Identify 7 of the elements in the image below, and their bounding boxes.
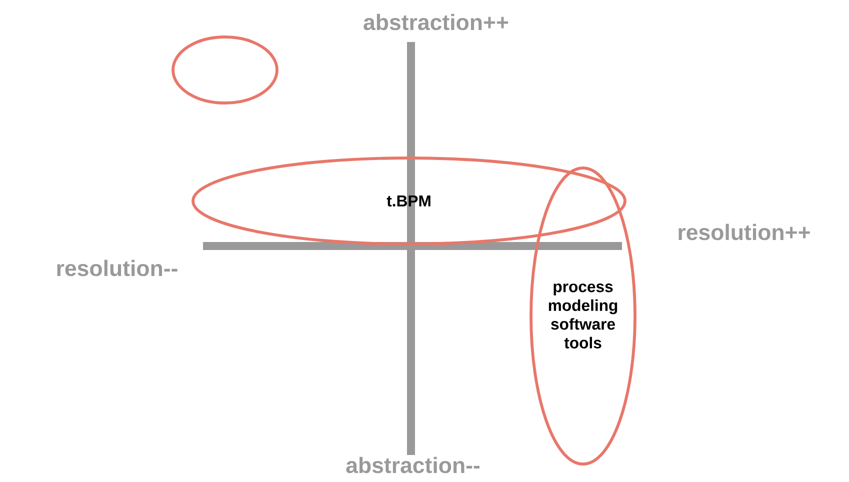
axis-label: resolution++ (678, 224, 810, 240)
axis-label: abstraction++ (364, 14, 508, 30)
ellipse-node (172, 36, 278, 104)
axis-label: abstraction-- (346, 456, 480, 474)
ellipse-node: process modeling software tools (530, 166, 636, 466)
ellipse-node: t.BPM (192, 156, 626, 246)
axis-label: resolution-- (57, 260, 178, 276)
